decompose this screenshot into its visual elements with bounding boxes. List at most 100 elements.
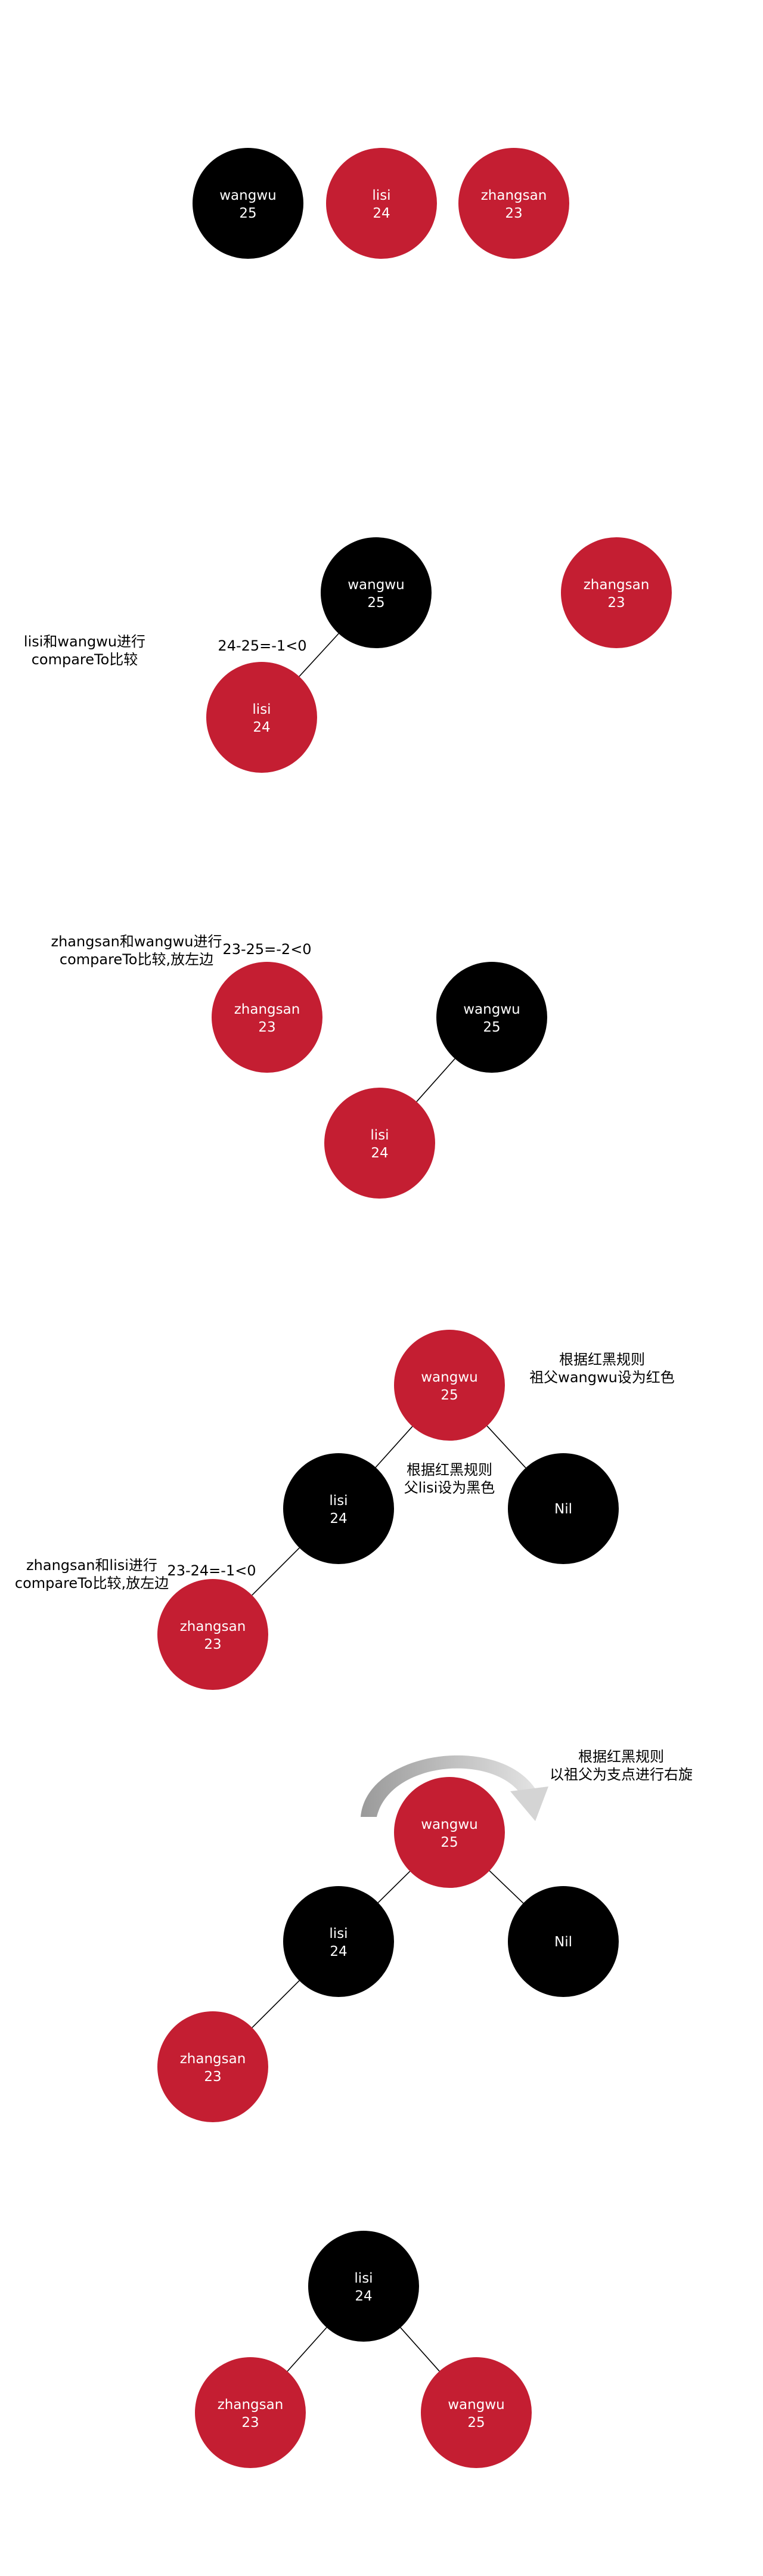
tree-node-nil: Nil xyxy=(508,1886,619,1997)
node-circle xyxy=(157,2011,268,2122)
node-circle xyxy=(458,148,569,259)
node-name-label: lisi xyxy=(354,2271,373,2286)
annotation-text: zhangsan和wangwu进行 xyxy=(51,933,222,950)
tree-node-zhangsan: zhangsan 23 xyxy=(157,2011,268,2122)
node-name-label: wangwu xyxy=(421,1370,477,1385)
node-name-label: zhangsan xyxy=(180,1619,246,1634)
node-circle xyxy=(421,2357,532,2468)
node-value-label: 24 xyxy=(253,720,270,735)
node-name-label: zhangsan xyxy=(234,1002,300,1017)
annotation-text: compareTo比较 xyxy=(32,651,138,668)
node-name-label: zhangsan xyxy=(481,188,547,203)
tree-node-lisi: lisi 24 xyxy=(326,148,437,259)
tree-edge xyxy=(400,2327,440,2372)
annotation-text: 23-24=-1<0 xyxy=(167,1562,256,1579)
node-circle xyxy=(508,1886,619,1997)
annotation-text: 以祖父为支点进行右旋 xyxy=(550,1766,693,1783)
node-circle xyxy=(206,662,317,773)
node-value-label: 25 xyxy=(367,595,384,611)
tree-edge xyxy=(375,1426,413,1468)
node-circle xyxy=(195,2357,306,2468)
tree-node-wangwu: wangwu 25 xyxy=(436,962,547,1073)
node-name-label: lisi xyxy=(329,1493,348,1509)
nodes-layer: wangwu 25 lisi 24 zhangsan 23 wangwu 25 zhangsan… xyxy=(157,148,672,2468)
node-value-label: 24 xyxy=(330,1511,347,1527)
tree-node-wangwu: wangwu 25 xyxy=(421,2357,532,2468)
tree-edge xyxy=(486,1425,526,1469)
node-value-label: 25 xyxy=(239,206,256,221)
annotation-text: 父lisi设为黑色 xyxy=(404,1479,495,1496)
node-name-label: wangwu xyxy=(421,1817,477,1832)
node-name-label: Nil xyxy=(554,1501,572,1517)
node-circle xyxy=(157,1579,268,1690)
edges-layer xyxy=(252,633,526,2372)
node-name-label: zhangsan xyxy=(180,2051,246,2067)
rotate-right-arrow-icon xyxy=(361,1755,548,1821)
tree-node-wangwu: wangwu 25 xyxy=(321,537,432,648)
node-value-label: 23 xyxy=(607,595,625,611)
tree-node-wangwu: wangwu 25 xyxy=(193,148,303,259)
node-circle xyxy=(394,1330,505,1441)
tree-node-lisi: lisi 24 xyxy=(308,2231,419,2342)
annotation-text: 23-25=-2<0 xyxy=(222,941,311,958)
node-value-label: 24 xyxy=(330,1944,347,1959)
annotation-text: compareTo比较,放左边 xyxy=(60,951,213,968)
node-value-label: 23 xyxy=(505,206,522,221)
tree-node-zhangsan: zhangsan 23 xyxy=(157,1579,268,1690)
node-name-label: zhangsan xyxy=(584,577,650,593)
node-circle xyxy=(561,537,672,648)
annotation-text: 根据红黑规则 xyxy=(578,1748,664,1765)
node-circle xyxy=(508,1453,619,1564)
tree-node-lisi: lisi 24 xyxy=(283,1886,394,1997)
node-value-label: 25 xyxy=(441,1835,458,1850)
annotation-text: 根据红黑规则 xyxy=(407,1462,492,1478)
tree-node-lisi: lisi 24 xyxy=(283,1453,394,1564)
node-circle xyxy=(436,962,547,1073)
tree-edge xyxy=(299,633,339,677)
node-value-label: 25 xyxy=(483,1020,500,1035)
node-name-label: lisi xyxy=(252,702,271,717)
node-name-label: lisi xyxy=(372,188,390,203)
tree-node-wangwu: wangwu 25 xyxy=(394,1330,505,1441)
node-name-label: wangwu xyxy=(463,1002,520,1017)
node-circle xyxy=(326,148,437,259)
tree-node-zhangsan: zhangsan 23 xyxy=(561,537,672,648)
node-value-label: 25 xyxy=(441,1388,458,1403)
node-value-label: 25 xyxy=(467,2415,485,2431)
node-name-label: lisi xyxy=(329,1926,348,1942)
annotation-text: 祖父wangwu设为红色 xyxy=(529,1369,675,1386)
annotation-text: 24-25=-1<0 xyxy=(218,637,306,654)
node-circle xyxy=(283,1453,394,1564)
node-name-label: wangwu xyxy=(448,2397,504,2413)
node-value-label: 23 xyxy=(258,1020,275,1035)
node-value-label: 24 xyxy=(355,2289,372,2304)
node-value-label: 23 xyxy=(204,2069,221,2085)
node-circle xyxy=(394,1777,505,1888)
tree-node-nil: Nil xyxy=(508,1453,619,1564)
node-circle xyxy=(321,537,432,648)
node-circle xyxy=(283,1886,394,1997)
tree-edge xyxy=(416,1058,455,1103)
node-name-label: wangwu xyxy=(348,577,404,593)
rotation-arrow-layer xyxy=(361,1755,548,1821)
tree-edge xyxy=(287,2327,327,2372)
tree-edge xyxy=(377,1871,411,1903)
tree-node-lisi: lisi 24 xyxy=(206,662,317,773)
node-circle xyxy=(308,2231,419,2342)
node-value-label: 23 xyxy=(241,2415,259,2431)
tree-edge xyxy=(489,1870,524,1904)
node-name-label: wangwu xyxy=(219,188,276,203)
tree-edge xyxy=(252,1980,300,2028)
tree-node-zhangsan: zhangsan 23 xyxy=(212,962,322,1073)
annotation-text: zhangsan和lisi进行 xyxy=(26,1557,157,1574)
tree-edge xyxy=(252,1547,300,1596)
annotation-text: compareTo比较,放左边 xyxy=(15,1575,169,1592)
node-name-label: lisi xyxy=(370,1128,389,1143)
annotation-text: lisi和wangwu进行 xyxy=(24,633,145,650)
node-value-label: 23 xyxy=(204,1637,221,1652)
node-value-label: 24 xyxy=(373,206,390,221)
